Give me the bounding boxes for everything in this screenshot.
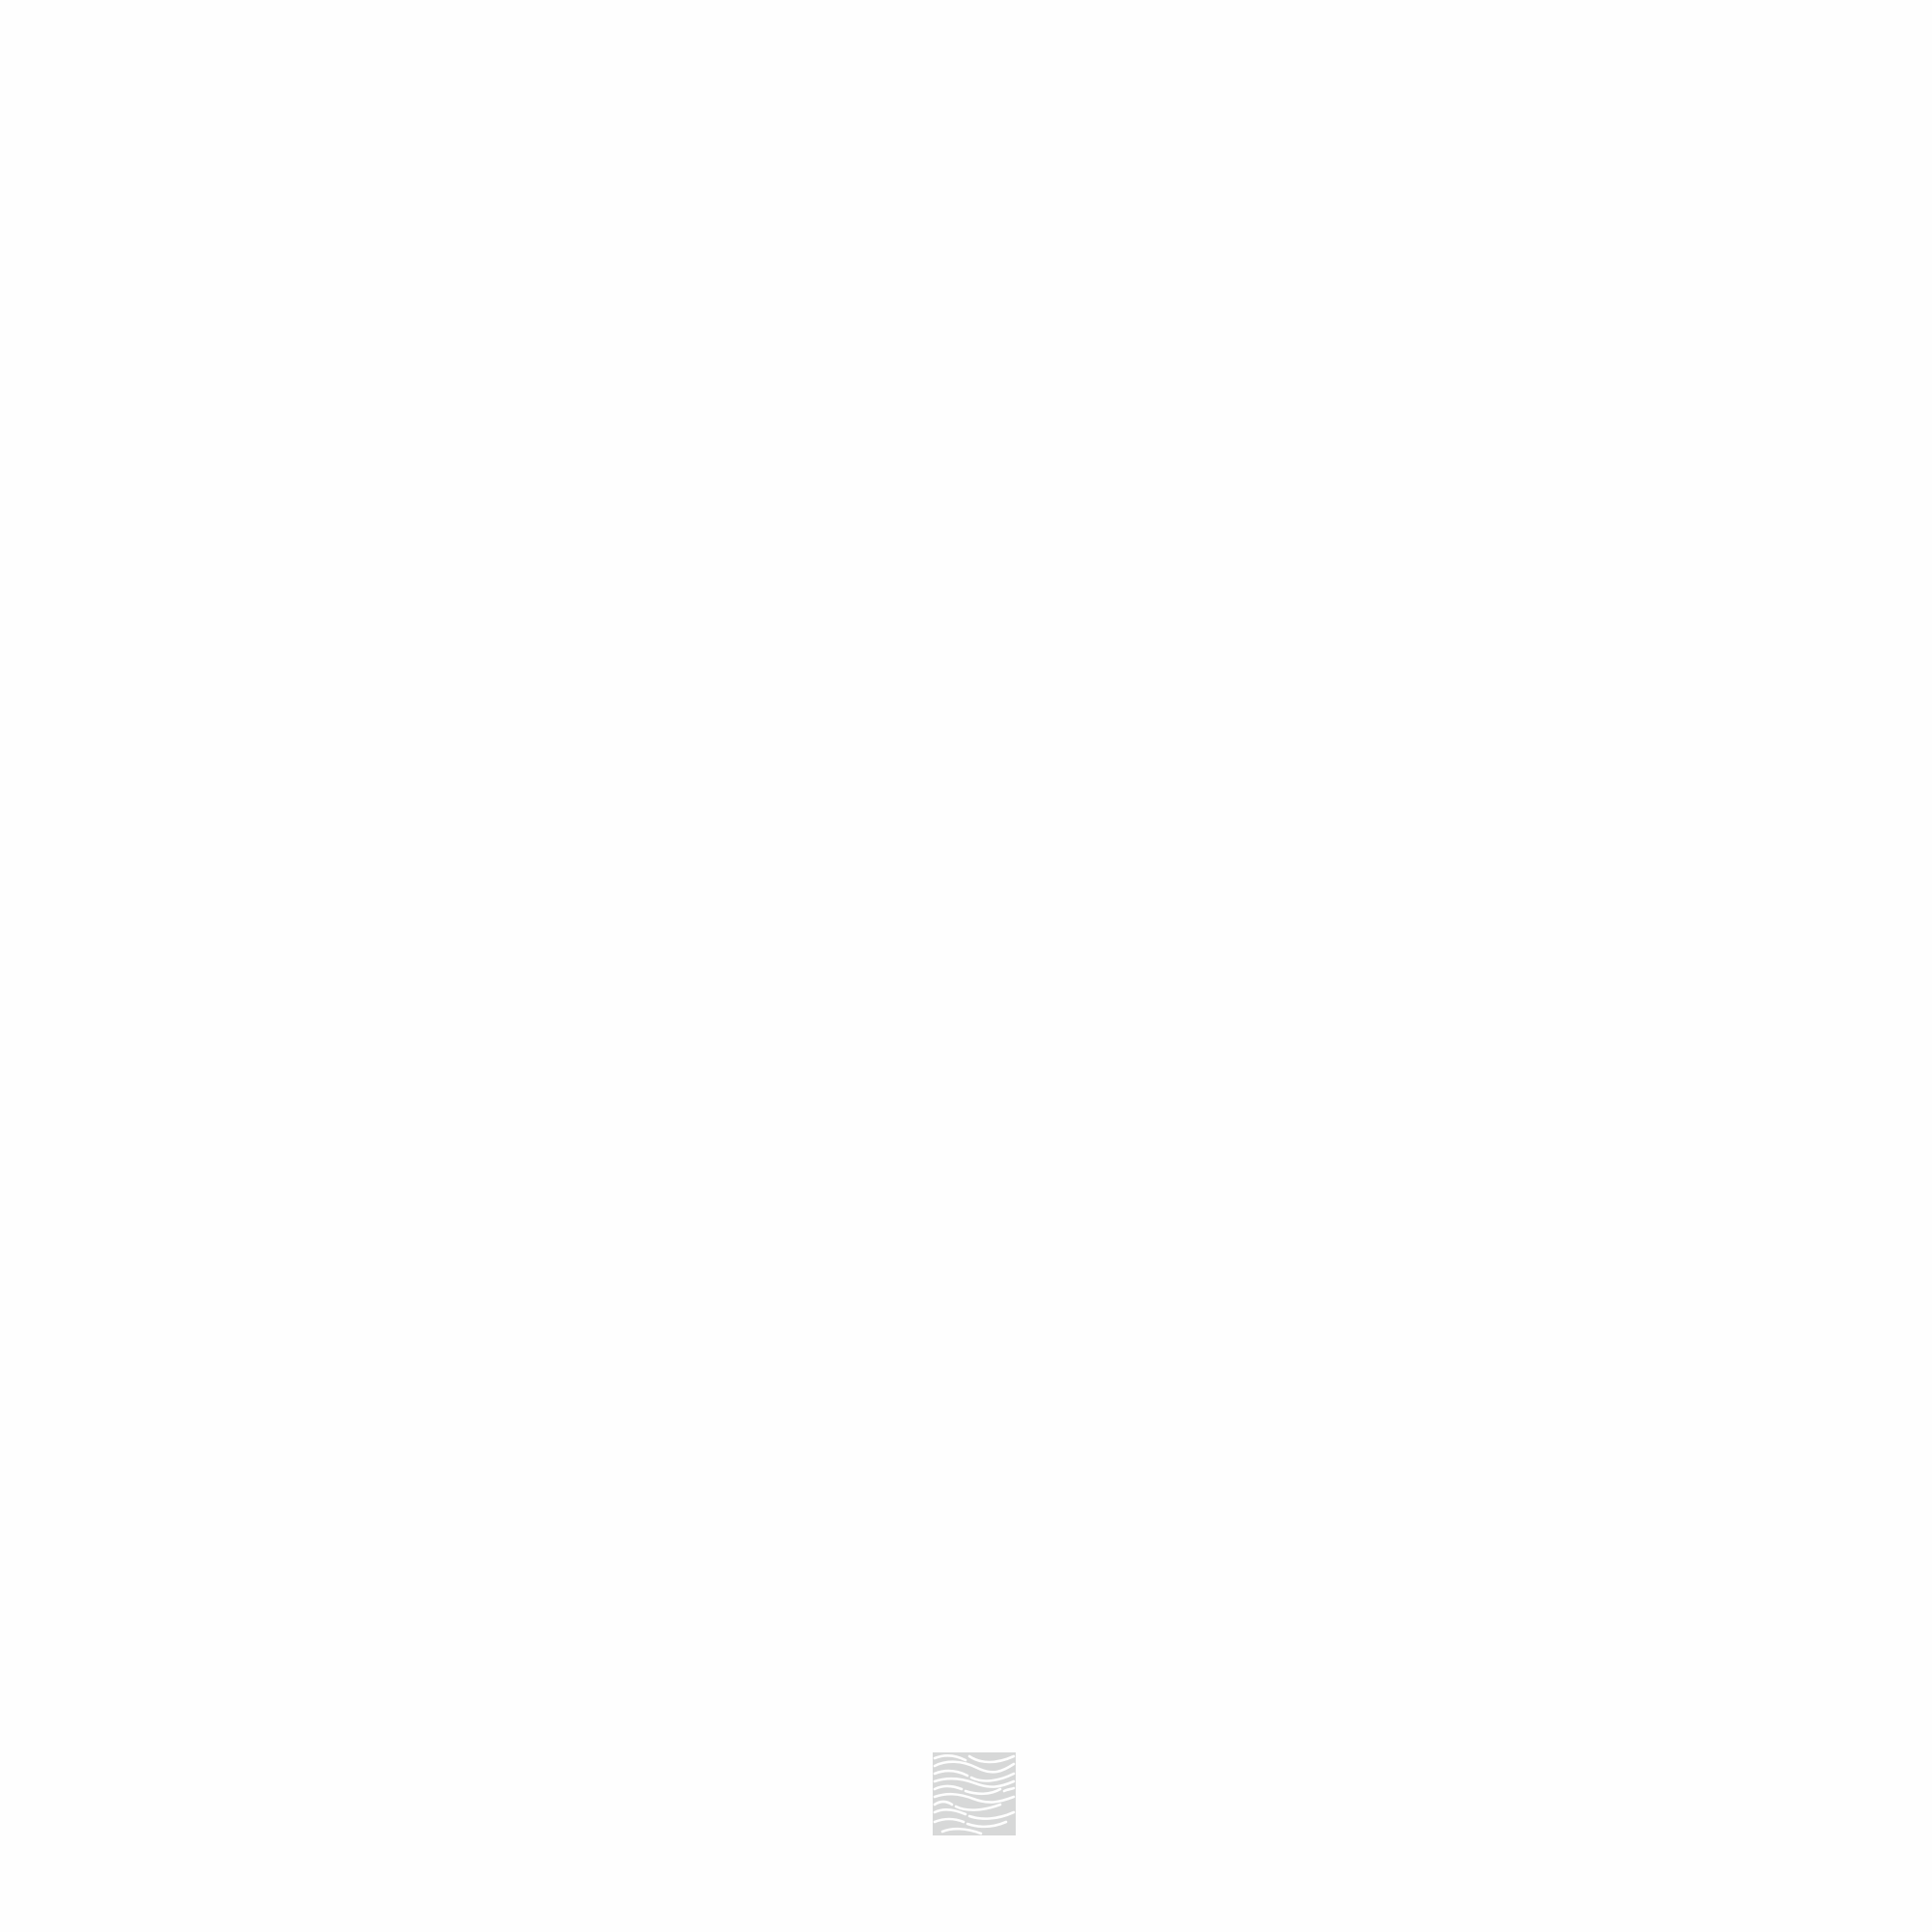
wave-logo-icon — [933, 1752, 1016, 1835]
